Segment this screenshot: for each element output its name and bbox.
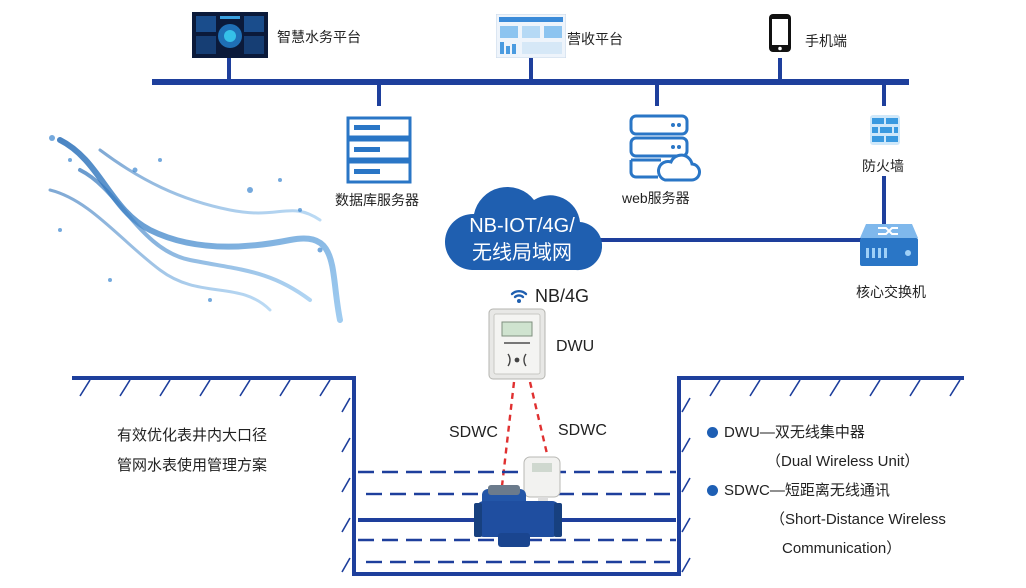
core-switch-label: 核心交换机 xyxy=(856,284,926,300)
dwu-device-icon xyxy=(488,308,546,385)
database-server-icon xyxy=(346,116,412,189)
dwu-label: DWU xyxy=(556,338,595,355)
mobile-label: 手机端 xyxy=(805,33,847,49)
legend-sdwc-english-line2: Communication） xyxy=(782,540,902,557)
firewall-icon xyxy=(868,112,902,153)
legend-dwu-text: DWU—双无线集中器 xyxy=(724,424,865,441)
legend-dwu: DWU—双无线集中器 xyxy=(707,418,865,447)
sdwc-label-right: SDWC xyxy=(558,422,607,439)
billing-platform-screen-icon xyxy=(495,13,567,63)
ground-right xyxy=(679,376,964,380)
web-server-icon xyxy=(629,114,701,189)
network-cloud xyxy=(442,182,603,279)
water-splash-image xyxy=(40,130,350,335)
water-meter-device xyxy=(474,455,564,555)
bus-drop-web-server xyxy=(655,84,659,106)
billing-platform-label: 营收平台 xyxy=(567,31,623,47)
bus-drop-billing xyxy=(529,58,533,82)
mobile-phone-icon xyxy=(768,13,792,58)
signal-label: NB/4G xyxy=(535,286,590,306)
legend-sdwc-english-line1: （Short-Distance Wireless xyxy=(770,511,946,528)
wireless-signal-icon xyxy=(508,284,530,311)
firewall-label: 防火墙 xyxy=(862,158,904,174)
legend-sdwc-text: SDWC—短距离无线通讯 xyxy=(724,482,890,499)
pit-wall-left xyxy=(352,376,356,576)
web-server-label: web服务器 xyxy=(622,190,690,206)
bus-drop-db-server xyxy=(377,84,381,106)
legend-bullet-sdwc xyxy=(707,485,718,496)
sdwc-label-left: SDWC xyxy=(449,424,498,441)
pit-wall-right xyxy=(677,376,681,576)
top-bus-line xyxy=(152,79,909,85)
firewall-to-switch-line xyxy=(882,176,886,224)
solution-description-line2: 管网水表使用管理方案 xyxy=(117,457,268,474)
smart-platform-screen-icon xyxy=(192,12,268,63)
pit-wall-hatching xyxy=(60,378,980,583)
ground-left xyxy=(72,376,356,380)
bus-drop-firewall xyxy=(882,84,886,106)
legend-bullet-dwu xyxy=(707,427,718,438)
core-switch-icon xyxy=(858,222,920,275)
bus-drop-mobile xyxy=(778,58,782,82)
solution-description-line1: 有效优化表井内大口径 xyxy=(117,427,268,444)
legend-dwu-english: （Dual Wireless Unit） xyxy=(766,453,920,470)
pit-floor xyxy=(352,572,681,576)
smart-water-platform-label: 智慧水务平台 xyxy=(277,29,361,45)
cloud-to-switch-line xyxy=(595,238,861,242)
bus-drop-smart-platform xyxy=(227,58,231,82)
legend-sdwc: SDWC—短距离无线通讯 xyxy=(707,476,890,505)
cloud-label-line2: 无线局域网 xyxy=(472,242,572,264)
cloud-label-line1: NB-IOT/4G/ xyxy=(469,215,575,237)
database-server-label: 数据库服务器 xyxy=(335,192,419,208)
sdwc-links xyxy=(490,380,570,495)
